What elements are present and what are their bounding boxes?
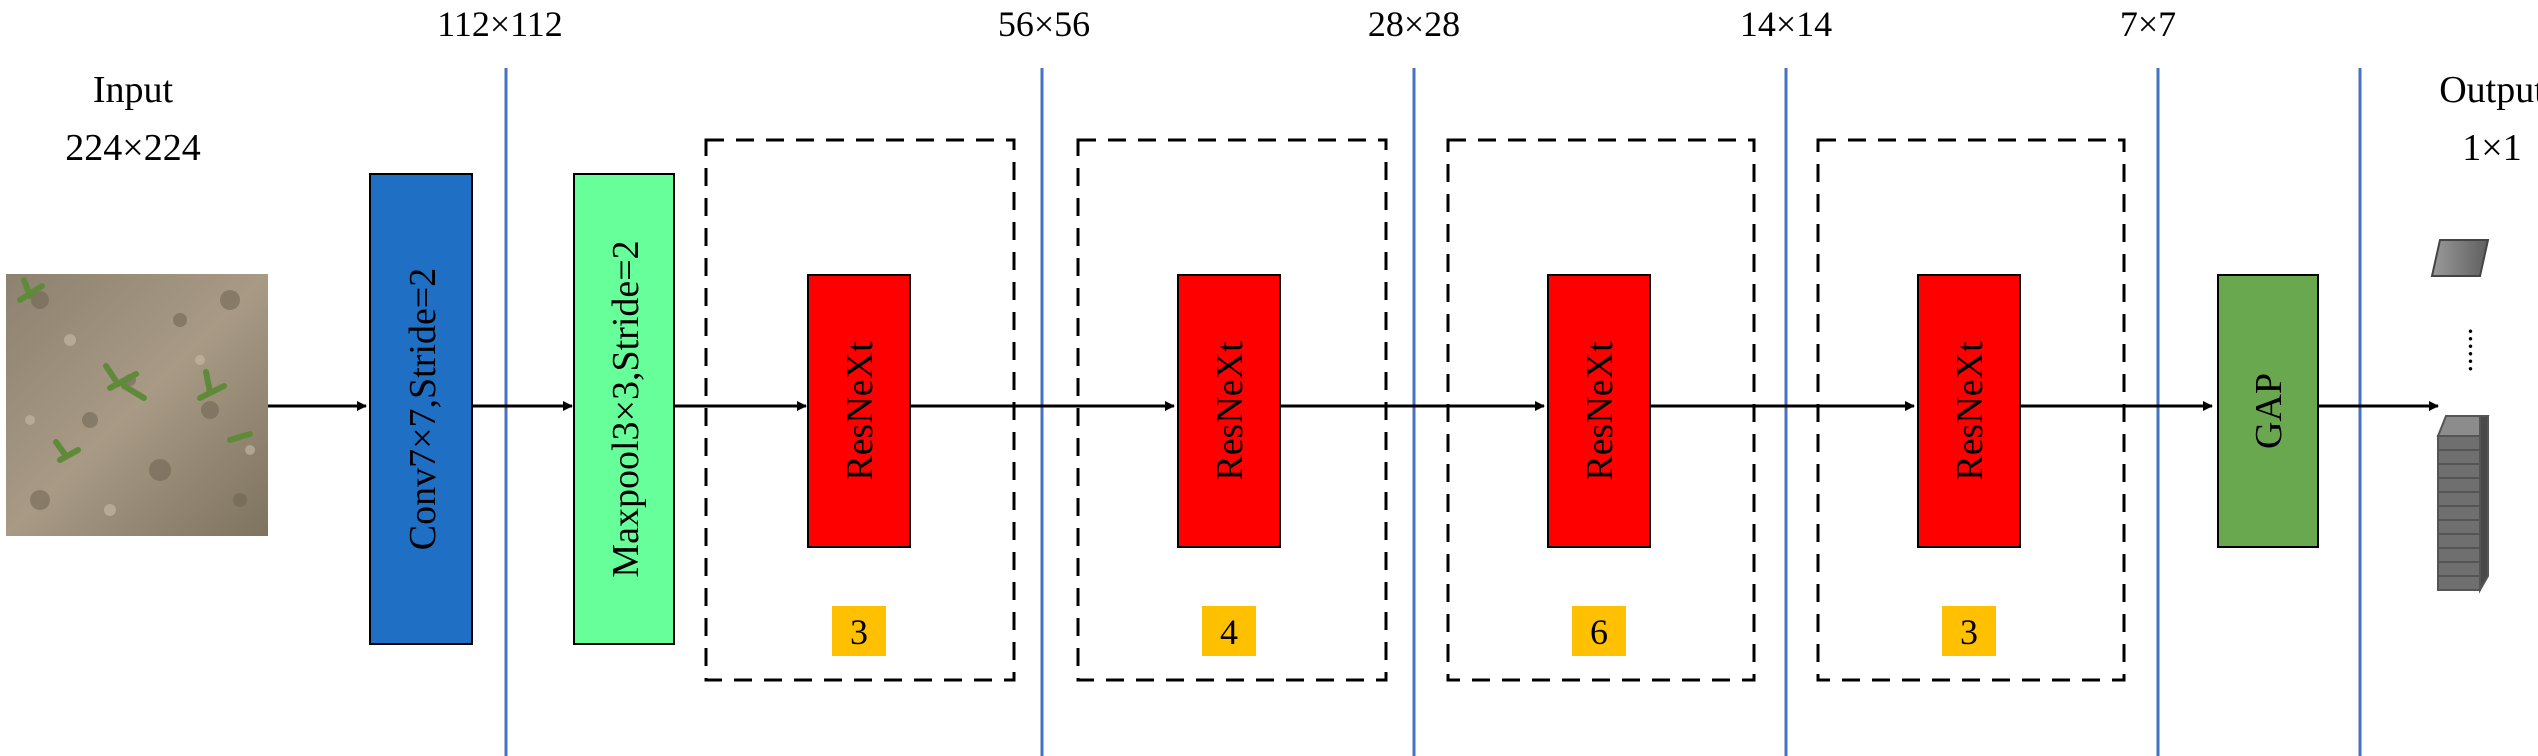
output-ellipsis: ...... [2446, 328, 2479, 373]
input-image [6, 274, 268, 536]
resnext-block [1547, 274, 1651, 548]
conv-label: Conv7×7,Stride=2 [402, 268, 444, 550]
resnext-stage-3: ResNeXt 6 [1446, 138, 1756, 682]
stage-dashed-box [1446, 138, 1756, 682]
gap-label: GAP [2248, 373, 2290, 449]
resnext-label: ResNeXt [1949, 341, 1991, 481]
repeat-badge [1202, 606, 1256, 656]
dimension-label: 56×56 [998, 4, 1090, 44]
repeat-badge [832, 606, 886, 656]
maxpool-block: Maxpool3×3,Stride=2 [573, 173, 675, 645]
repeat-count: 3 [1960, 612, 1978, 652]
resnext-stage-1: ResNeXt 3 [704, 138, 1016, 682]
dimension-label: 14×14 [1740, 4, 1832, 44]
input-size: 224×224 [65, 127, 200, 169]
stage-dashed-box [1816, 138, 2126, 682]
resnext-block [1177, 274, 1281, 548]
resnext-label: ResNeXt [1209, 341, 1251, 481]
resnext-stage-4: ResNeXt 3 [1816, 138, 2126, 682]
output-cell [2430, 239, 2490, 277]
output-size: 1×1 [2462, 127, 2521, 169]
resnext-block [807, 274, 911, 548]
dimension-labels: 112×112 56×56 28×28 14×14 7×7 [437, 4, 2176, 44]
output-vector: ...... [2430, 239, 2490, 594]
resnext-label: ResNeXt [839, 341, 881, 481]
stage-dashed-box [704, 138, 1016, 682]
stage-dashed-box [1076, 138, 1388, 682]
stage-dividers [504, 68, 2362, 756]
maxpool-label: Maxpool3×3,Stride=2 [605, 240, 647, 577]
resnext-stage-2: ResNeXt 4 [1076, 138, 1388, 682]
gap-block: GAP [2217, 274, 2319, 548]
resnext-block [1917, 274, 2021, 548]
dimension-label: 28×28 [1368, 4, 1460, 44]
conv-block: Conv7×7,Stride=2 [369, 173, 473, 645]
dimension-label: 7×7 [2120, 4, 2176, 44]
repeat-count: 6 [1590, 612, 1608, 652]
input-title: Input [93, 69, 174, 111]
output-stack [2436, 415, 2490, 594]
resnext-label: ResNeXt [1579, 341, 1621, 481]
output-title: Output [2439, 69, 2538, 111]
repeat-badge [1942, 606, 1996, 656]
repeat-count: 4 [1220, 612, 1238, 652]
repeat-count: 3 [850, 612, 868, 652]
repeat-badge [1572, 606, 1626, 656]
dimension-label: 112×112 [437, 4, 563, 44]
